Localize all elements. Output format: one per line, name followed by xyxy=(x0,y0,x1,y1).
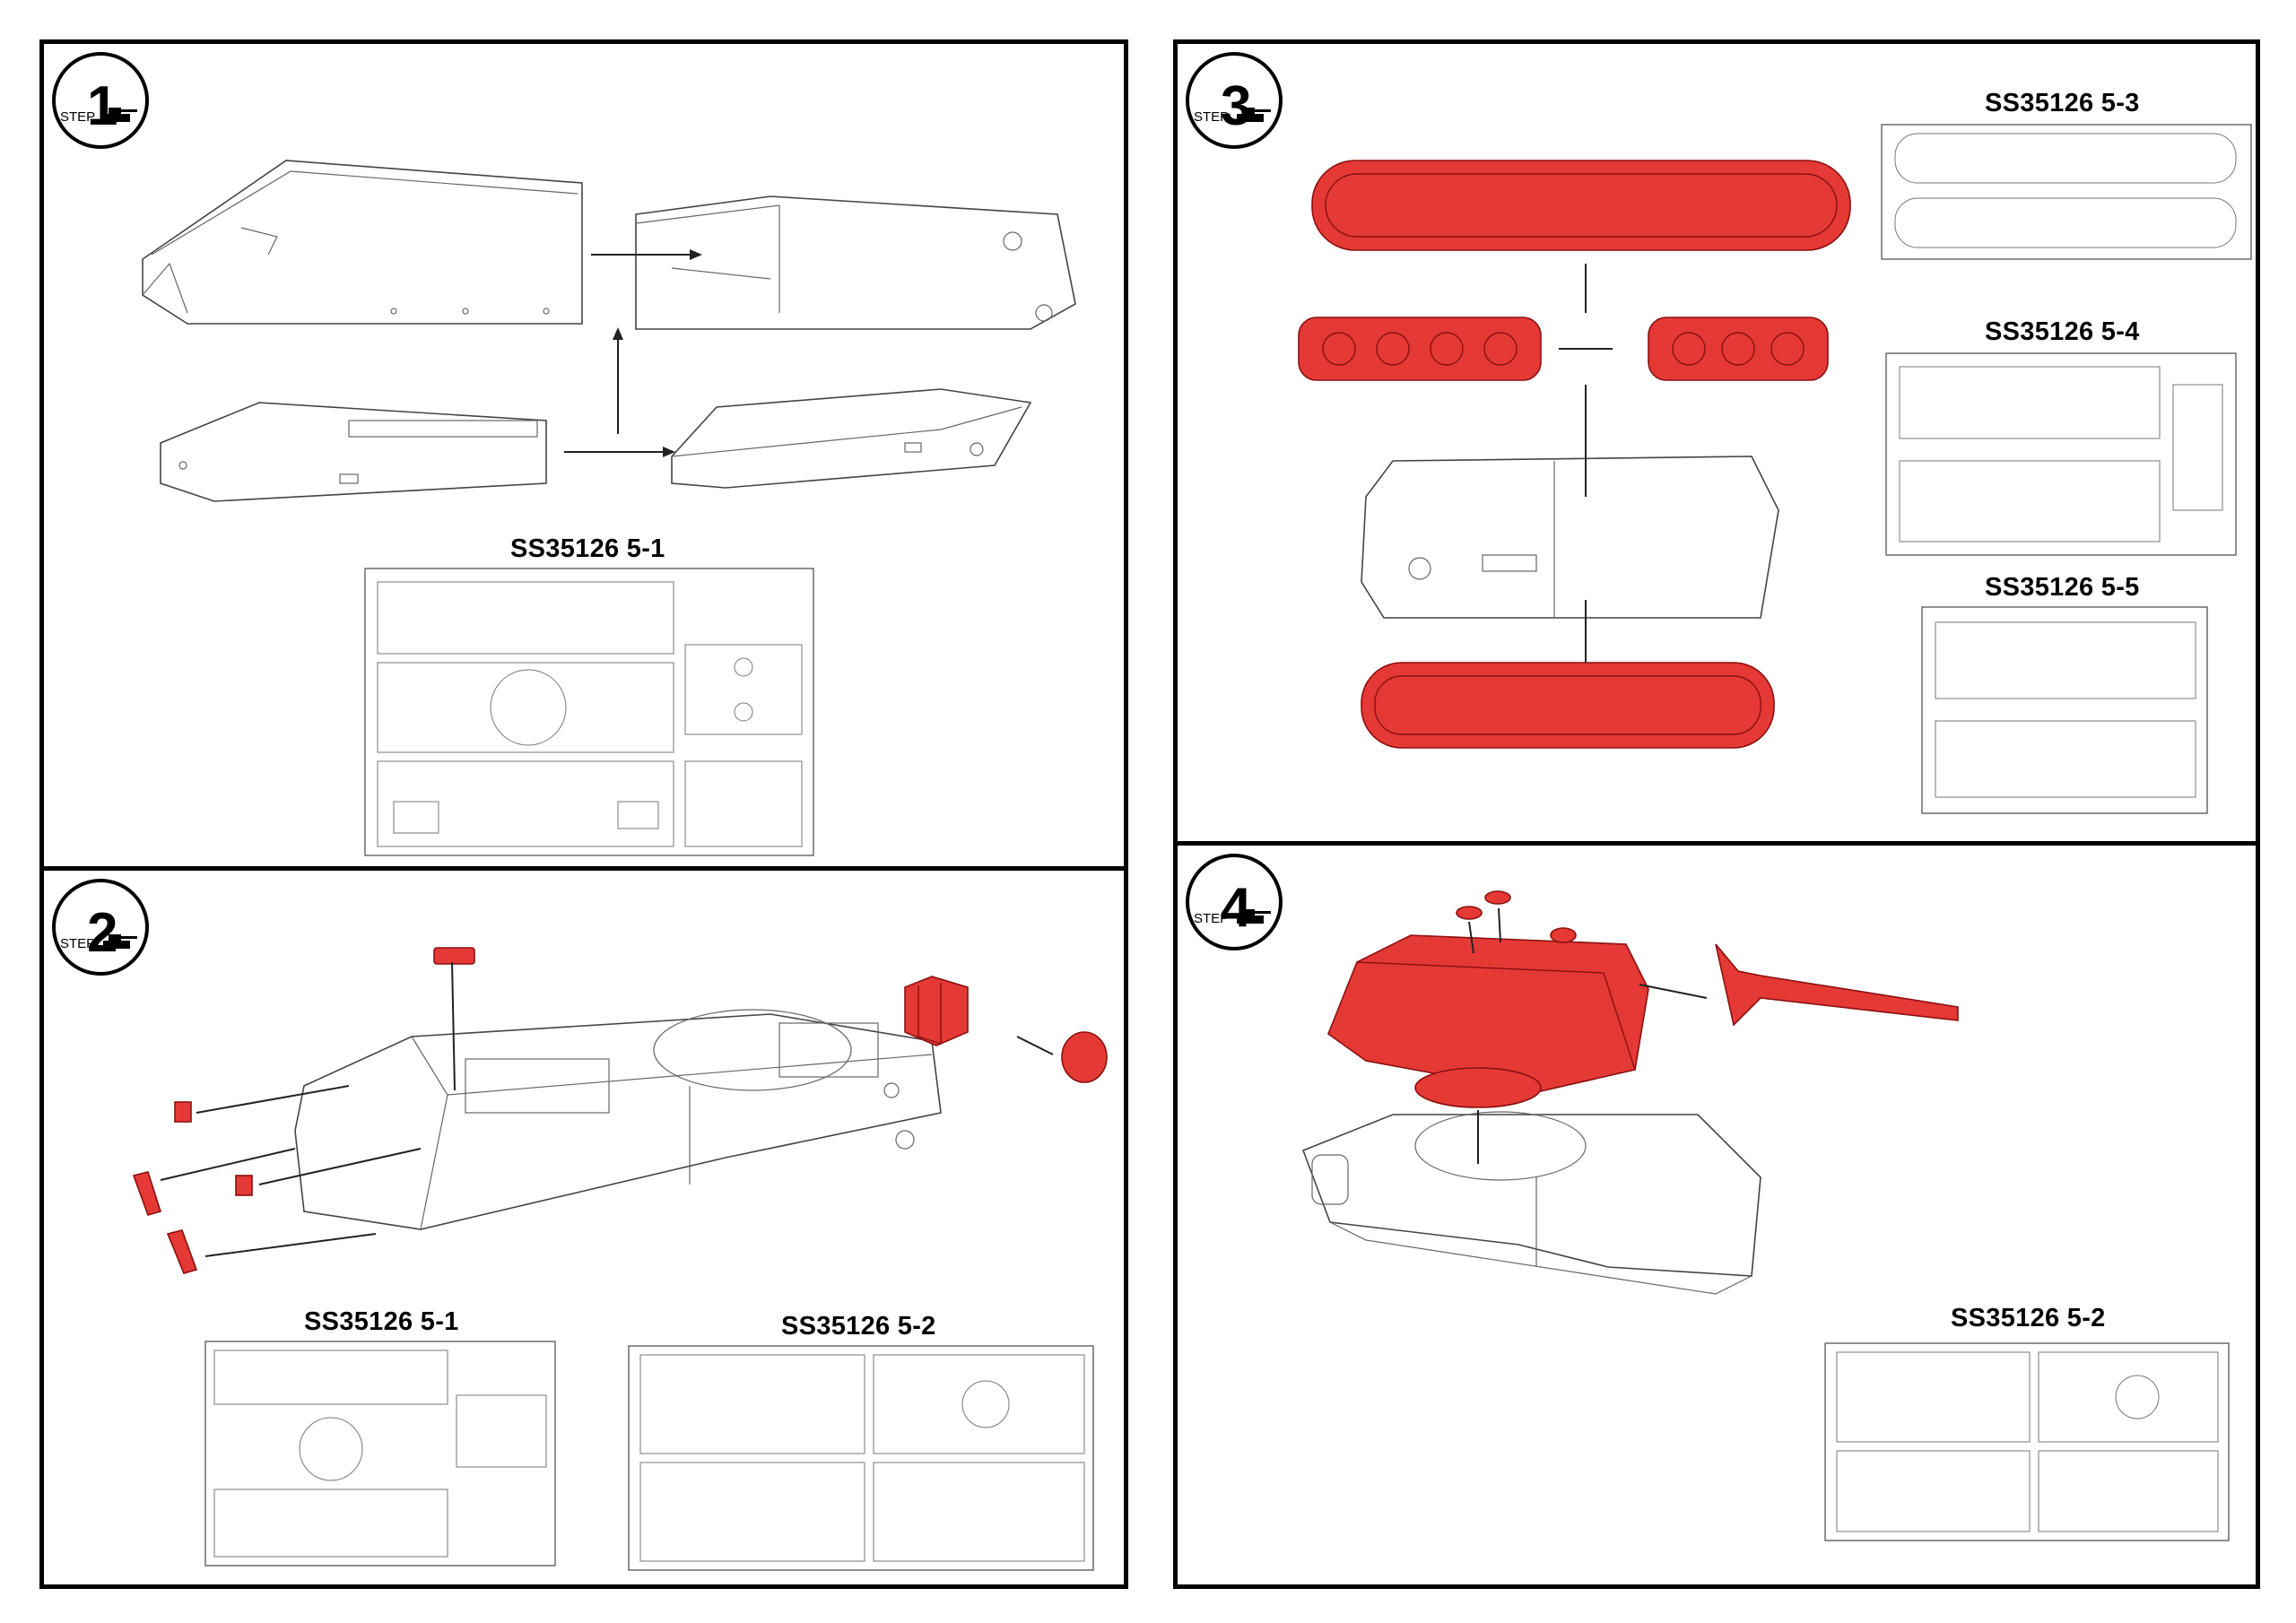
step-3-panel: 3 STEP xyxy=(1173,39,2260,846)
sprue-diagram-5-4 xyxy=(1885,352,2237,556)
sprue-diagram-5-3 xyxy=(1881,124,2252,260)
step-badge-icon: 3 STEP xyxy=(1186,52,1283,149)
gun-barrel xyxy=(1715,943,1959,1027)
sprue-label: SS35126 5-5 xyxy=(1985,573,2140,602)
sprue-label: SS35126 5-1 xyxy=(304,1307,459,1336)
sprue-label: SS35126 5-4 xyxy=(1985,317,2140,346)
lower-track-run xyxy=(1361,662,1775,749)
sprue-label: SS35126 5-2 xyxy=(781,1312,936,1341)
sprue-diagram-5-1 xyxy=(204,1341,556,1567)
tank-silhouette-icon xyxy=(1237,108,1271,122)
step-1-panel: 1 STEP xyxy=(39,39,1128,873)
hull-side-part-d xyxy=(671,388,1032,489)
step-3-drawing: 3 STEP xyxy=(1186,52,2252,814)
hull-parts-red xyxy=(132,947,1108,1274)
step-4-panel: 4 STEP SS3 xyxy=(1173,841,2260,1589)
step-prefix: STEP xyxy=(60,936,95,951)
sprue-label: SS35126 5-2 xyxy=(1951,1304,2106,1332)
hull-side-part-a xyxy=(142,160,583,325)
step-1-drawing: 1 STEP xyxy=(52,52,1076,856)
step-number: 2 xyxy=(87,902,117,964)
step-badge-icon: 2 STEP xyxy=(52,879,149,976)
sprue-label: SS35126 5-3 xyxy=(1985,89,2140,117)
step-prefix: STEP xyxy=(1194,109,1229,125)
hull-side-part-b xyxy=(635,195,1076,330)
hull-assembled xyxy=(1301,1111,1761,1295)
assembly-arrows xyxy=(160,961,1054,1257)
hull-side-part-c xyxy=(160,402,547,502)
road-wheel-set-right xyxy=(1648,317,1829,381)
step-4-drawing: 4 STEP SS3 xyxy=(1186,854,2230,1541)
upper-track-run xyxy=(1311,160,1851,251)
step-number: 3 xyxy=(1221,75,1251,137)
assembly-arrows xyxy=(564,249,702,457)
tank-silhouette-icon xyxy=(1237,909,1271,924)
step-badge-icon: 1 STEP xyxy=(52,52,149,149)
turret xyxy=(1327,890,1649,1108)
hull-body xyxy=(294,1009,942,1230)
assembly-arrows xyxy=(1468,907,1708,1164)
step-2-drawing: 2 STEP xyxy=(52,879,1108,1571)
assembly-arrows xyxy=(1559,264,1613,663)
step-2-panel: 2 STEP xyxy=(39,866,1128,1589)
step-number: 1 xyxy=(87,75,117,137)
sprue-diagram-5-2 xyxy=(628,1345,1094,1571)
hull-lower xyxy=(1361,456,1779,619)
tank-silhouette-icon xyxy=(103,108,137,122)
road-wheel-set-left xyxy=(1298,317,1542,381)
step-prefix: STEP xyxy=(1194,911,1229,926)
step-number: 4 xyxy=(1221,877,1252,939)
tank-silhouette-icon xyxy=(103,934,137,949)
sprue-diagram-5-2 xyxy=(1824,1342,2230,1541)
sprue-label: SS35126 5-1 xyxy=(510,534,665,563)
step-badge-icon: 4 STEP xyxy=(1186,854,1283,950)
step-prefix: STEP xyxy=(60,109,95,125)
sprue-diagram-5-1 xyxy=(364,568,814,856)
sprue-diagram-5-5 xyxy=(1921,606,2208,814)
